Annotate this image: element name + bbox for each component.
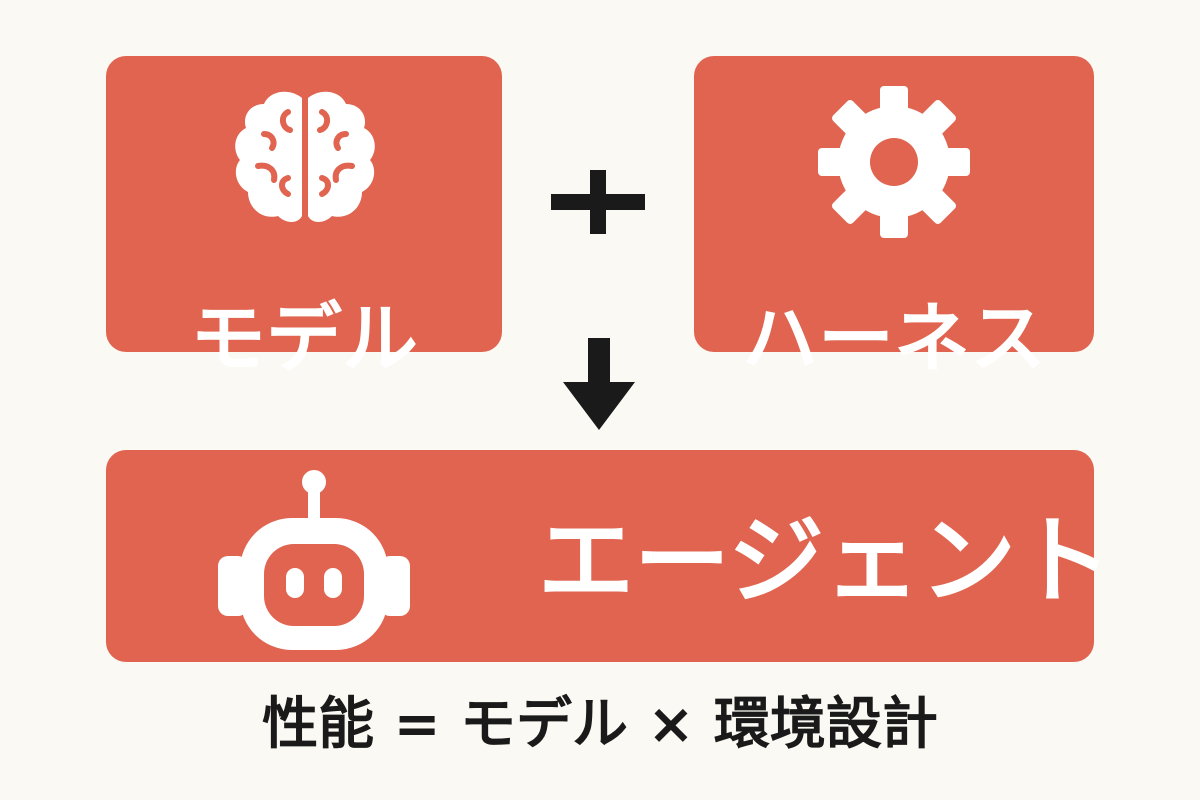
harness-box: ハーネス <box>694 56 1094 383</box>
formula-text: 性能 = モデル × 環境設計 <box>262 692 938 757</box>
model-label: モデル <box>190 294 418 383</box>
harness-label: ハーネス <box>742 294 1046 383</box>
brain-icon <box>235 91 375 222</box>
down-arrow-icon <box>563 338 635 430</box>
agent-label: エージェント <box>538 505 1113 617</box>
plus-icon <box>551 170 645 234</box>
agent-box: エージェント <box>106 450 1112 662</box>
robot-icon <box>218 470 410 650</box>
model-box: モデル <box>106 56 502 383</box>
gear-icon <box>818 86 970 238</box>
